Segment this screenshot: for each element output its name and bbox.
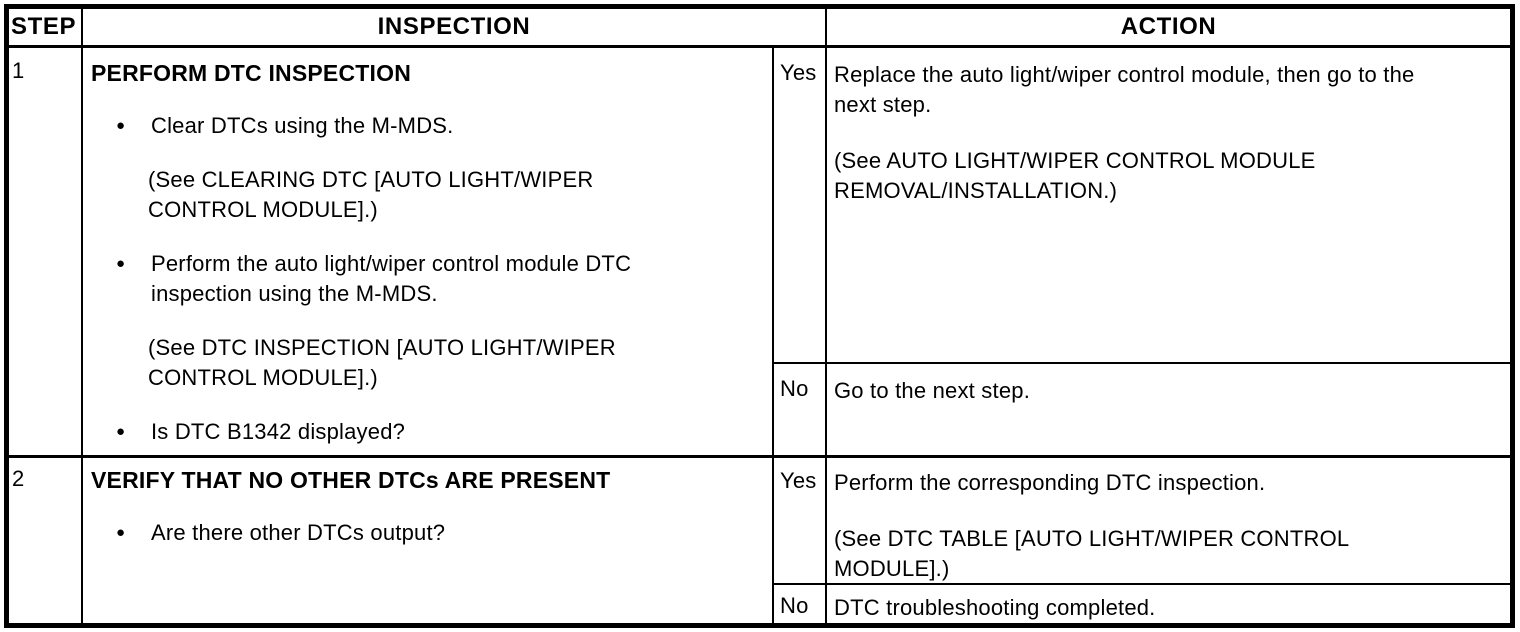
bullet-icon: ● [116, 423, 126, 440]
step-column-header: STEP [9, 9, 83, 48]
answer-label-no: No [774, 585, 827, 623]
troubleshooting-table: STEP INSPECTION ACTION 1 PERFORM DTC INS… [4, 4, 1515, 628]
bullet-text: Is DTC B1342 displayed? [151, 419, 406, 444]
answer-label-no: No [774, 364, 827, 458]
action-see-note: (See DTC TABLE [AUTO LIGHT/WIPER CONTROL… [834, 526, 1350, 581]
bullet-icon: ● [116, 255, 126, 272]
action-paragraph: DTC troubleshooting completed. [834, 595, 1156, 620]
action-cell-yes: Perform the corresponding DTC inspection… [827, 458, 1510, 585]
answer-label-yes: Yes [774, 48, 827, 364]
see-note: (See CLEARING DTC [AUTO LIGHT/WIPER CONT… [148, 167, 594, 222]
bullet-icon: ● [116, 524, 126, 541]
inspection-title: VERIFY THAT NO OTHER DTCs ARE PRESENT [91, 467, 611, 493]
bullet-text: Clear DTCs using the M-MDS. [151, 113, 454, 138]
action-paragraph: Go to the next step. [834, 378, 1031, 403]
bullet-item: ● Perform the auto light/wiper control m… [113, 249, 764, 309]
step-number: 2 [9, 458, 83, 623]
action-cell-yes: Replace the auto light/wiper control mod… [827, 48, 1510, 364]
action-paragraph: Perform the corresponding DTC inspection… [834, 470, 1266, 495]
see-note: (See DTC INSPECTION [AUTO LIGHT/WIPER CO… [148, 335, 616, 390]
action-column-header: ACTION [827, 9, 1510, 48]
action-see-note: (See AUTO LIGHT/WIPER CONTROL MODULE REM… [834, 148, 1316, 203]
inspection-title: PERFORM DTC INSPECTION [91, 60, 412, 86]
inspection-column-header: INSPECTION [83, 9, 827, 48]
action-paragraph: Replace the auto light/wiper control mod… [834, 62, 1415, 117]
inspection-cell: PERFORM DTC INSPECTION ● Clear DTCs usin… [83, 48, 774, 458]
bullet-icon: ● [116, 117, 126, 134]
action-cell-no: Go to the next step. [827, 364, 1510, 458]
inspection-cell: VERIFY THAT NO OTHER DTCs ARE PRESENT ● … [83, 458, 774, 623]
answer-label-yes: Yes [774, 458, 827, 585]
action-cell-no: DTC troubleshooting completed. [827, 585, 1510, 623]
bullet-item: ● Is DTC B1342 displayed? [113, 417, 764, 447]
bullet-text: Perform the auto light/wiper control mod… [151, 251, 632, 306]
bullet-item: ● Clear DTCs using the M-MDS. [113, 111, 764, 141]
bullet-item: ● Are there other DTCs output? [113, 518, 764, 548]
bullet-text: Are there other DTCs output? [151, 520, 446, 545]
step-number: 1 [9, 48, 83, 458]
